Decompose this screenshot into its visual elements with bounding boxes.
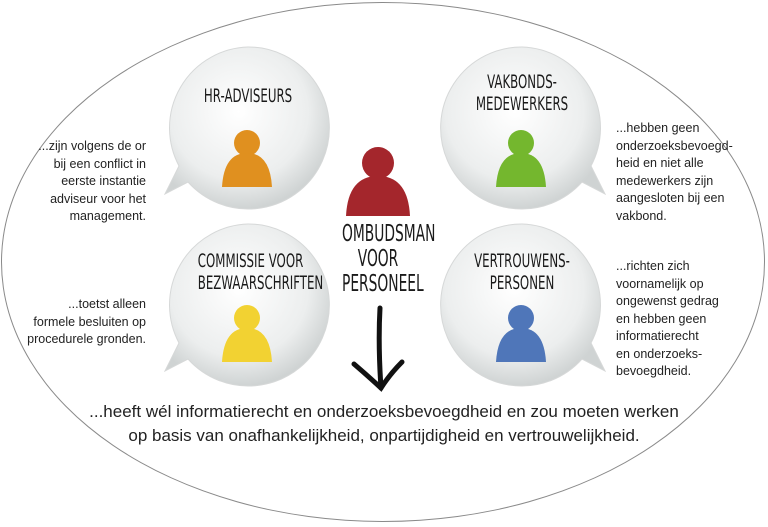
description-line: ...zijn volgens de or bbox=[38, 139, 146, 153]
bubble-vertrouwenspersonen: VERTROUWENS- PERSONEN bbox=[440, 223, 607, 387]
description-line: bij een conflict in bbox=[53, 156, 146, 171]
description-line: onderzoeksbevoegd- bbox=[616, 138, 733, 153]
bubble-title-line-1: VERTROUWENS- bbox=[474, 250, 570, 272]
description-vakbondsmedewerkers: ...hebben geen onderzoeksbevoegd- heid e… bbox=[616, 120, 733, 225]
ombudsman-title-line: VOOR bbox=[357, 246, 399, 272]
conclusion-line: ...heeft wél informatierecht en onderzoe… bbox=[89, 402, 679, 421]
description-line: voornamelijk op bbox=[616, 276, 704, 291]
description-line: medewerkers zijn bbox=[616, 173, 714, 188]
description-line: formele besluiten op bbox=[33, 314, 146, 329]
description-line: ...hebben geen bbox=[616, 121, 700, 135]
bubble-title-line-1: VAKBONDS- bbox=[487, 71, 557, 93]
description-vertrouwenspersonen: ...richten zich voornamelijk op ongewens… bbox=[616, 258, 719, 381]
description-line: management. bbox=[69, 209, 146, 223]
ombudsman-title-line: OMBUDSMAN bbox=[342, 221, 436, 247]
description-line: aangesloten bij een bbox=[616, 191, 725, 205]
description-line: en onderzoeks- bbox=[616, 346, 703, 361]
description-line: heid en niet alle bbox=[616, 156, 704, 170]
person-icon bbox=[496, 130, 546, 187]
conclusion-text: ...heeft wél informatierecht en onderzoe… bbox=[0, 400, 768, 448]
bubble-title-line-2: MEDEWERKERS bbox=[475, 93, 569, 115]
bubble-title: HR-ADVISEURS bbox=[203, 85, 293, 107]
bubble-hr-adviseurs: HR-ADVISEURS bbox=[163, 46, 330, 210]
description-commissie: ...toetst alleen formele besluiten op pr… bbox=[27, 296, 146, 349]
description-hr-adviseurs: ...zijn volgens de or bij een conflict i… bbox=[38, 138, 146, 226]
bubble-title-line-2: PERSONEN bbox=[489, 272, 555, 294]
description-line: procedurele gronden. bbox=[27, 332, 146, 346]
description-line: informatierecht bbox=[616, 329, 699, 343]
bubble-title-line-1: COMMISSIE VOOR bbox=[197, 250, 304, 272]
bubble-vakbondsmedewerkers: VAKBONDS- MEDEWERKERS bbox=[440, 46, 607, 210]
ombudsman-person-icon bbox=[346, 147, 410, 216]
description-line: vakbond. bbox=[616, 208, 667, 223]
person-icon bbox=[222, 130, 272, 187]
arrow-down-icon bbox=[351, 305, 405, 392]
description-line: ...toetst alleen bbox=[68, 297, 146, 311]
ombudsman-title-line: PERSONEEL bbox=[342, 271, 424, 297]
conclusion-line: op basis van onafhankelijkheid, onpartij… bbox=[128, 426, 640, 445]
bubble-commissie-bezwaarschriften: COMMISSIE VOOR BEZWAARSCHRIFTEN bbox=[163, 223, 330, 387]
speech-bubble-icon bbox=[440, 46, 607, 210]
description-line: bevoegdheid. bbox=[616, 364, 692, 378]
speech-bubble-icon bbox=[163, 223, 330, 387]
description-line: en hebben geen bbox=[616, 311, 707, 326]
description-line: eerste instantie bbox=[61, 174, 146, 188]
description-line: ...richten zich bbox=[616, 259, 690, 273]
description-line: adviseur voor het bbox=[50, 191, 146, 206]
description-line: ongewenst gedrag bbox=[616, 294, 719, 308]
ombudsman-title: OMBUDSMAN VOOR PERSONEEL bbox=[342, 221, 436, 297]
speech-bubble-icon bbox=[163, 46, 330, 210]
speech-bubble-icon bbox=[440, 223, 607, 387]
bubble-title-line-2: BEZWAARSCHRIFTEN bbox=[197, 272, 324, 294]
person-icon bbox=[496, 305, 546, 362]
person-icon bbox=[222, 305, 272, 362]
